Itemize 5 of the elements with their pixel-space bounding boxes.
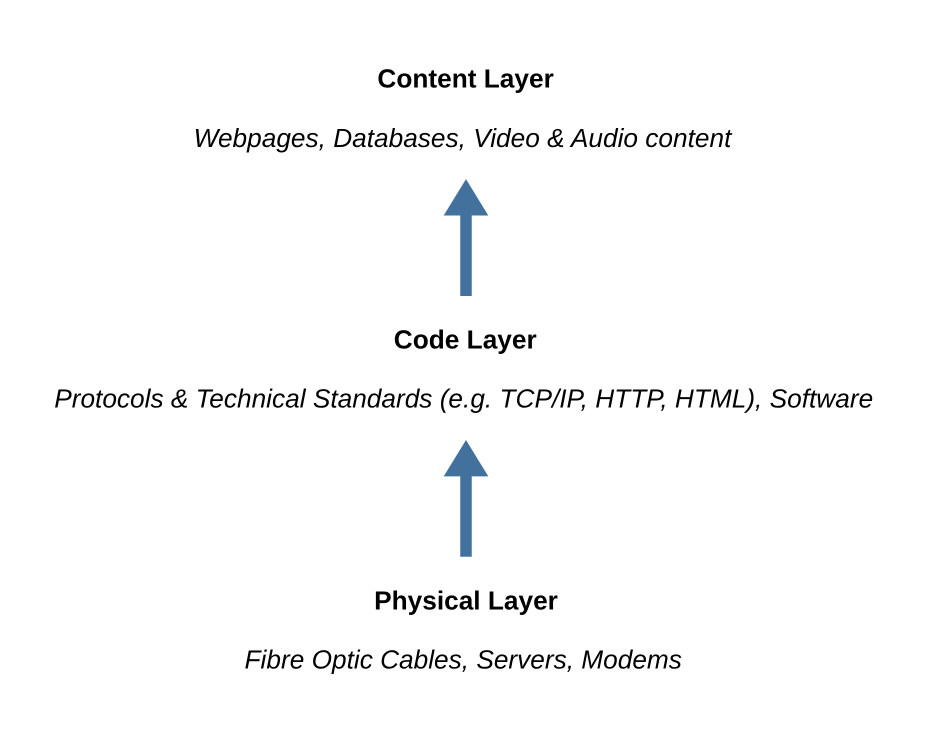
arrow [444,440,488,557]
arrow [444,179,488,296]
node-text: Content Layer Webpages, Databases, Video & Audio content [194,64,732,153]
node-text: Code Layer Protocols & Technical Standards (e.g. TCP/IP, HTTP, HTML), Software [54,324,874,414]
node-text: Physical Layer Fibre Optic Cables, Servers, Modems [244,585,682,674]
